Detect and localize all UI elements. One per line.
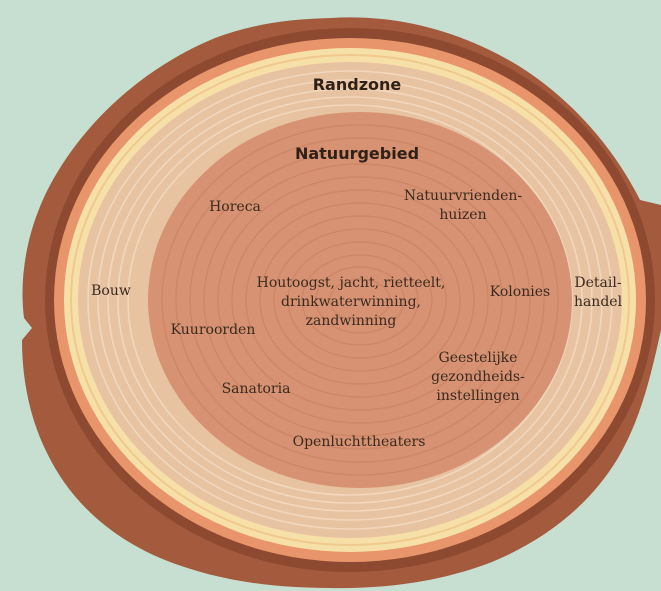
zone-title-natuurgebied: Natuurgebied <box>295 144 419 163</box>
label-sanatoria: Sanatoria <box>222 381 291 397</box>
label-kuuroorden: Kuuroorden <box>171 322 256 338</box>
label-houtoogst-line3: zandwinning <box>306 313 397 329</box>
randzone-grain-lines <box>87 70 613 530</box>
label-kolonies: Kolonies <box>490 284 550 300</box>
natuurgebied-area <box>148 112 572 488</box>
label-detailhandel-line2: handel <box>574 294 623 310</box>
label-geestelijke-line3: instellingen <box>436 388 519 404</box>
natuurgebied-grain-lines <box>161 124 559 476</box>
label-bouw: Bouw <box>91 283 131 299</box>
label-horeca: Horeca <box>209 199 261 215</box>
label-detailhandel-line1: Detail- <box>574 275 621 291</box>
zone-title-randzone: Randzone <box>313 75 402 94</box>
label-openluchttheaters: Openluchttheaters <box>293 434 426 450</box>
sapwood-ring-line <box>70 54 630 546</box>
label-natuurvrienden-line1: Natuurvrienden- <box>404 188 523 204</box>
label-natuurvrienden-line2: huizen <box>439 207 486 223</box>
label-houtoogst-line1: Houtoogst, jacht, rietteelt, <box>257 275 446 291</box>
label-geestelijke-line1: Geestelijke <box>439 350 518 366</box>
label-geestelijke-line2: gezondheids- <box>431 369 525 385</box>
label-houtoogst-line2: drinkwaterwinning, <box>281 294 421 310</box>
